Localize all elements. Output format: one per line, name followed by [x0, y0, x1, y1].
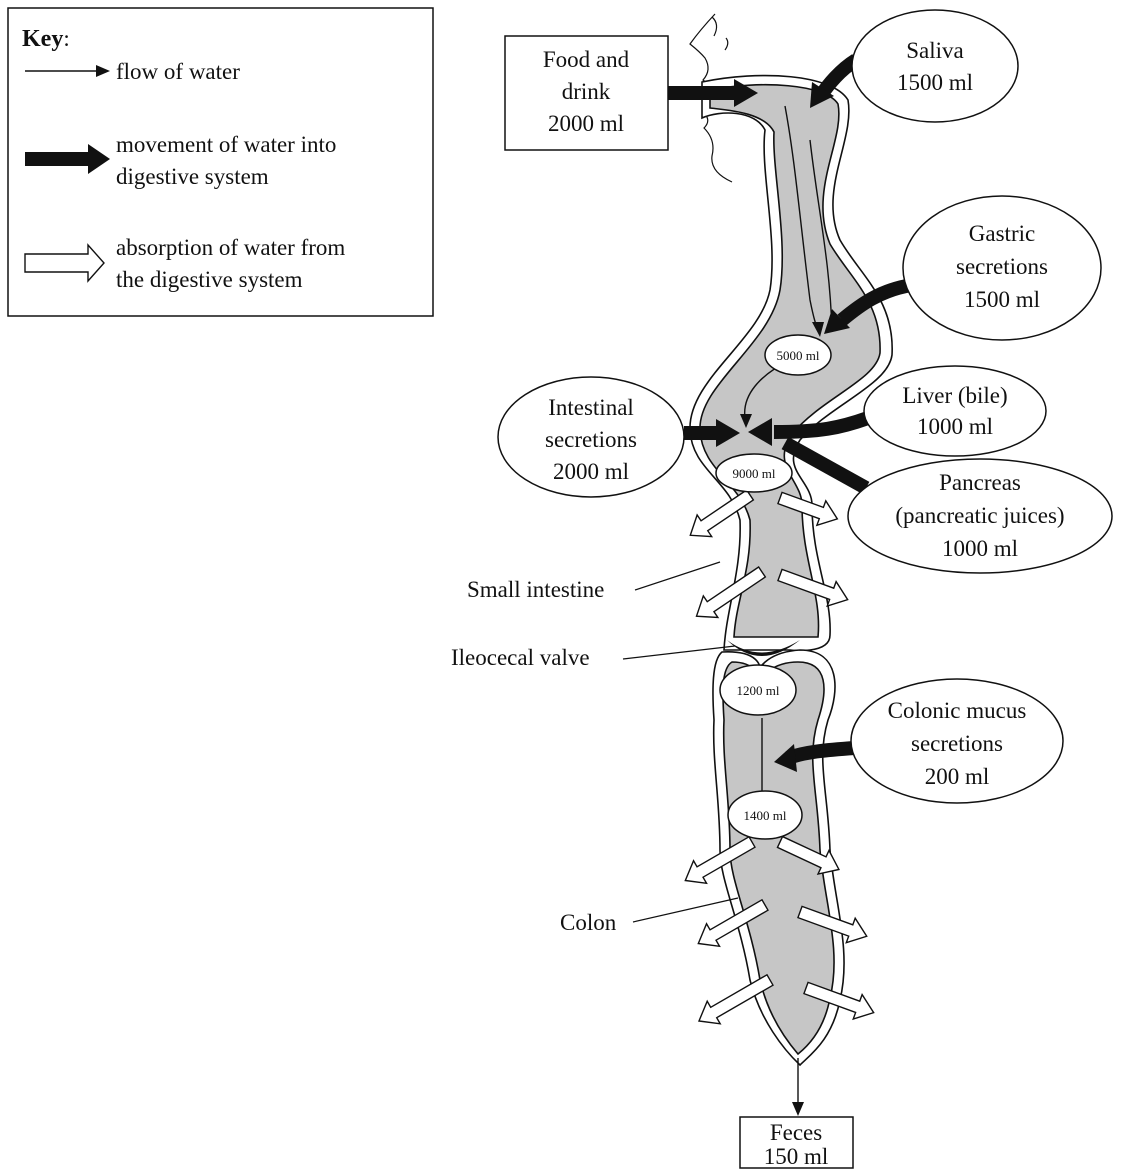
svg-text:2000 ml: 2000 ml [553, 459, 629, 484]
feces-box: Feces 150 ml [740, 1117, 853, 1169]
svg-text:secretions: secretions [956, 254, 1048, 279]
saliva-bubble: Saliva 1500 ml [852, 10, 1018, 122]
key-panel: Key: flow of water movement of water int… [8, 8, 433, 316]
volume-bubble-duodenum: 9000 ml [716, 454, 792, 492]
svg-text:5000 ml: 5000 ml [777, 348, 820, 363]
key-absorption-label-2: the digestive system [116, 267, 303, 292]
key-flow-label: flow of water [116, 59, 240, 84]
svg-text:1400 ml: 1400 ml [744, 808, 787, 823]
svg-text:Saliva: Saliva [906, 38, 964, 63]
svg-text:(pancreatic juices): (pancreatic juices) [895, 503, 1064, 528]
svg-text:1000 ml: 1000 ml [917, 414, 993, 439]
svg-text:1000 ml: 1000 ml [942, 536, 1018, 561]
pancreas-bubble: Pancreas (pancreatic juices) 1000 ml [848, 459, 1112, 573]
key-movement-label-1: movement of water into [116, 132, 336, 157]
svg-text:1200 ml: 1200 ml [737, 683, 780, 698]
svg-text:1500 ml: 1500 ml [897, 70, 973, 95]
svg-text:Liver (bile): Liver (bile) [902, 383, 1007, 408]
svg-text:Feces: Feces [770, 1120, 822, 1145]
key-movement-label-2: digestive system [116, 164, 269, 189]
svg-text:Colonic mucus: Colonic mucus [888, 698, 1027, 723]
svg-text:Small intestine: Small intestine [467, 577, 604, 602]
svg-text:150 ml: 150 ml [764, 1144, 829, 1169]
small-intestine-label: Small intestine [467, 562, 720, 602]
volume-bubble-caecum: 1200 ml [720, 665, 796, 715]
volume-bubble-colon: 1400 ml [728, 791, 802, 839]
svg-text:200 ml: 200 ml [925, 764, 990, 789]
gastric-secretions-bubble: Gastric secretions 1500 ml [903, 196, 1101, 340]
svg-text:2000 ml: 2000 ml [548, 111, 624, 136]
svg-text:1500 ml: 1500 ml [964, 287, 1040, 312]
svg-text:secretions: secretions [911, 731, 1003, 756]
liver-bile-bubble: Liver (bile) 1000 ml [864, 366, 1046, 456]
svg-text:Intestinal: Intestinal [548, 395, 634, 420]
svg-text:Gastric: Gastric [969, 221, 1035, 246]
svg-text:Ileocecal valve: Ileocecal valve [451, 645, 590, 670]
volume-bubble-stomach: 5000 ml [765, 335, 831, 375]
food-and-drink-box: Food and drink 2000 ml [505, 36, 668, 150]
svg-text:Colon: Colon [560, 910, 617, 935]
digestive-tract [690, 76, 892, 1065]
ileocecal-valve-label: Ileocecal valve [451, 645, 735, 670]
svg-text:Pancreas: Pancreas [939, 470, 1021, 495]
svg-text:9000 ml: 9000 ml [733, 466, 776, 481]
svg-text:secretions: secretions [545, 427, 637, 452]
svg-text:drink: drink [562, 79, 611, 104]
key-title: Key: [22, 26, 70, 52]
key-absorption-label-1: absorption of water from [116, 235, 345, 260]
svg-text:Food and: Food and [543, 47, 630, 72]
colonic-mucus-bubble: Colonic mucus secretions 200 ml [851, 679, 1063, 803]
intestinal-secretions-bubble: Intestinal secretions 2000 ml [498, 377, 684, 497]
